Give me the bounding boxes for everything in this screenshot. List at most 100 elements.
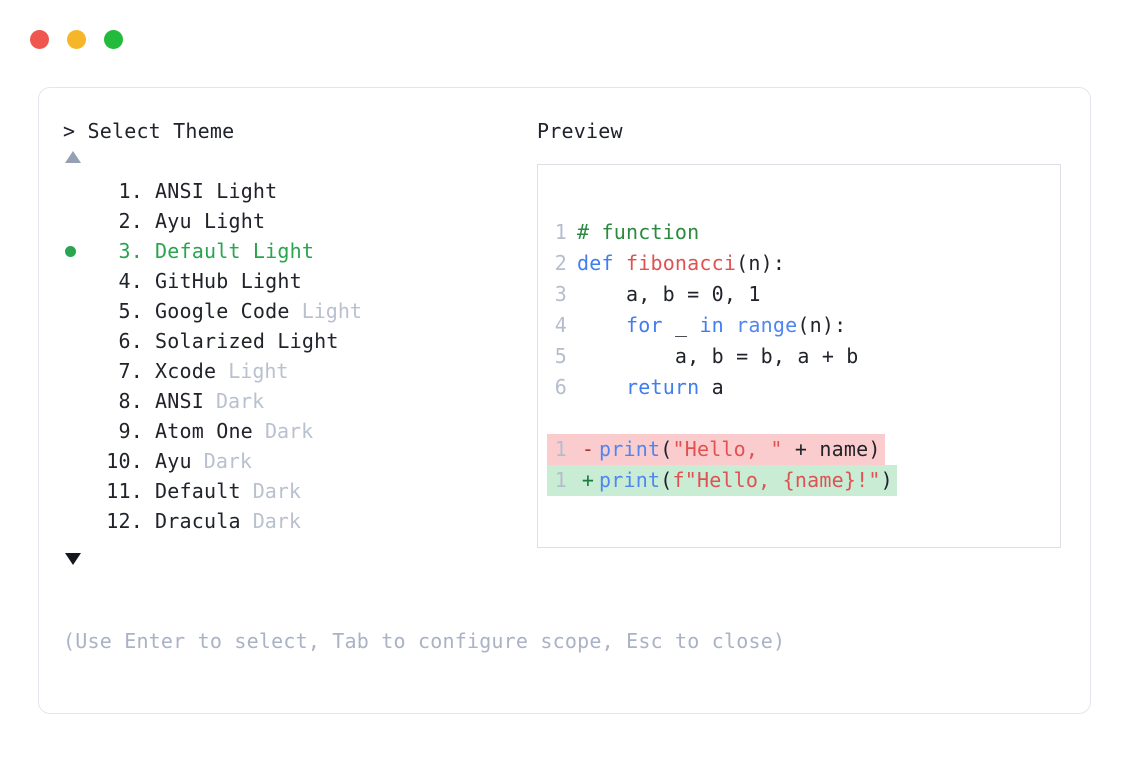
window-controls — [30, 30, 123, 49]
theme-item-number: 4. — [118, 269, 143, 293]
scroll-down-indicator[interactable] — [63, 544, 533, 574]
line-number: 1 — [554, 220, 567, 244]
maximize-button[interactable] — [104, 30, 123, 49]
diff-line-content: print("Hello, " + name) — [599, 434, 881, 465]
theme-item-name: Xcode — [155, 359, 217, 383]
code-token-plain: (n): — [736, 251, 786, 275]
code-token-string: "Hello, " — [672, 437, 783, 461]
theme-item-variant: Dark — [240, 479, 301, 503]
theme-list-item[interactable]: 4. GitHub Light — [63, 266, 533, 296]
code-token-plain: a — [699, 375, 724, 399]
code-token-plain: a, b = b, a + b — [577, 344, 859, 368]
code-token-builtin: range — [736, 313, 798, 337]
code-token-keyword: in — [699, 313, 724, 337]
theme-item-number: 12. — [106, 509, 143, 533]
theme-item-number: 7. — [118, 359, 143, 383]
preview-label: Preview — [537, 119, 623, 143]
triangle-up-icon — [65, 151, 81, 163]
theme-list-item[interactable]: 11.Default Dark — [63, 476, 533, 506]
code-token-comment: # function — [577, 220, 700, 244]
line-number: 1 — [554, 437, 567, 461]
theme-item-variant: Dark — [203, 389, 265, 413]
code-token-plain — [724, 313, 736, 337]
theme-item-variant: Dark — [191, 449, 252, 473]
diff-line-removed: 1-print("Hello, " + name) — [547, 434, 885, 465]
code-line-content: return a — [577, 372, 724, 403]
diff-line-added: 1 +print(f"Hello, {name}!") — [547, 465, 897, 496]
line-number: 5 — [554, 344, 567, 368]
code-token-plain: a, b = 0, 1 — [577, 282, 761, 306]
code-token-plain: ) — [880, 468, 893, 492]
theme-list-item[interactable]: 10.Ayu Dark — [63, 446, 533, 476]
code-token-plain: + name) — [782, 437, 881, 461]
theme-item-name: ANSI — [155, 389, 204, 413]
scroll-up-indicator[interactable] — [63, 144, 533, 170]
theme-item-variant: Dark — [252, 419, 314, 443]
code-token-keyword: def — [577, 251, 626, 275]
line-number: 4 — [554, 313, 567, 337]
theme-item-number: 2. — [118, 209, 143, 233]
diff-line-content: print(f"Hello, {name}!") — [599, 465, 893, 496]
theme-item-variant: Light — [216, 359, 289, 383]
prompt-label: > Select Theme — [63, 119, 235, 143]
theme-list-item[interactable]: 12. Dracula Dark — [63, 506, 533, 536]
keyboard-hint: (Use Enter to select, Tab to configure s… — [63, 629, 786, 653]
diff-sign: + — [581, 468, 595, 492]
theme-list-item[interactable]: 9. Atom One Dark — [63, 416, 533, 446]
theme-item-name: Ayu — [155, 209, 192, 233]
theme-list-item[interactable]: 5. Google Code Light — [63, 296, 533, 326]
theme-list-item[interactable]: 6.Solarized Light — [63, 326, 533, 356]
theme-item-variant: Light — [228, 269, 302, 293]
theme-list-item[interactable]: 1.ANSI Light — [63, 176, 533, 206]
minimize-button[interactable] — [67, 30, 86, 49]
code-line-content: a, b = b, a + b — [577, 341, 859, 372]
close-button[interactable] — [30, 30, 49, 49]
selected-bullet-icon — [65, 245, 76, 257]
code-line: 2 def fibonacci(n): — [547, 248, 1060, 279]
theme-list-item[interactable]: 8. ANSI Dark — [63, 386, 533, 416]
theme-item-number: 5. — [118, 299, 143, 323]
code-token-plain: _ — [662, 313, 700, 337]
theme-item-variant: Dark — [240, 509, 301, 533]
code-token-func: fibonacci — [625, 251, 737, 275]
code-token-keyword: for — [625, 313, 663, 337]
code-line-content: for _ in range(n): — [577, 310, 846, 341]
code-token-plain: (n): — [797, 313, 847, 337]
theme-item-variant: Light — [191, 209, 266, 233]
theme-list-item[interactable]: 3.Default Light — [63, 236, 533, 266]
theme-item-number: 1. — [118, 179, 143, 203]
theme-item-name: Google Code — [155, 299, 290, 323]
selection-bullet-cell — [63, 245, 93, 257]
line-number: 1 — [554, 468, 567, 492]
theme-item-variant: Light — [289, 299, 362, 323]
theme-item-name: Default — [155, 239, 241, 263]
code-line: 5 a, b = b, a + b — [547, 341, 1060, 372]
theme-list-item[interactable]: 7. Xcode Light — [63, 356, 533, 386]
theme-item-number: 3. — [118, 239, 143, 263]
theme-item-number: 10. — [106, 449, 143, 473]
line-number: 2 — [554, 251, 567, 275]
theme-item-number: 6. — [118, 329, 143, 353]
code-line: 3 a, b = 0, 1 — [547, 279, 1060, 310]
theme-item-name: Default — [155, 479, 241, 503]
theme-item-number: 8. — [118, 389, 143, 413]
code-token-string: f"Hello, {name}!" — [672, 468, 881, 492]
theme-item-name: GitHub — [155, 269, 229, 293]
code-token-plain: ( — [660, 468, 673, 492]
code-line-content: # function — [577, 217, 699, 248]
theme-item-variant: Light — [203, 179, 278, 203]
code-token-plain — [577, 313, 626, 337]
triangle-down-icon — [65, 553, 81, 565]
theme-item-number: 9. — [118, 419, 143, 443]
code-line: 6 return a — [547, 372, 1060, 403]
code-token-plain — [577, 375, 626, 399]
theme-list-item[interactable]: 2. Ayu Light — [63, 206, 533, 236]
theme-item-name: Dracula — [155, 509, 241, 533]
theme-item-name: Atom One — [155, 419, 253, 443]
